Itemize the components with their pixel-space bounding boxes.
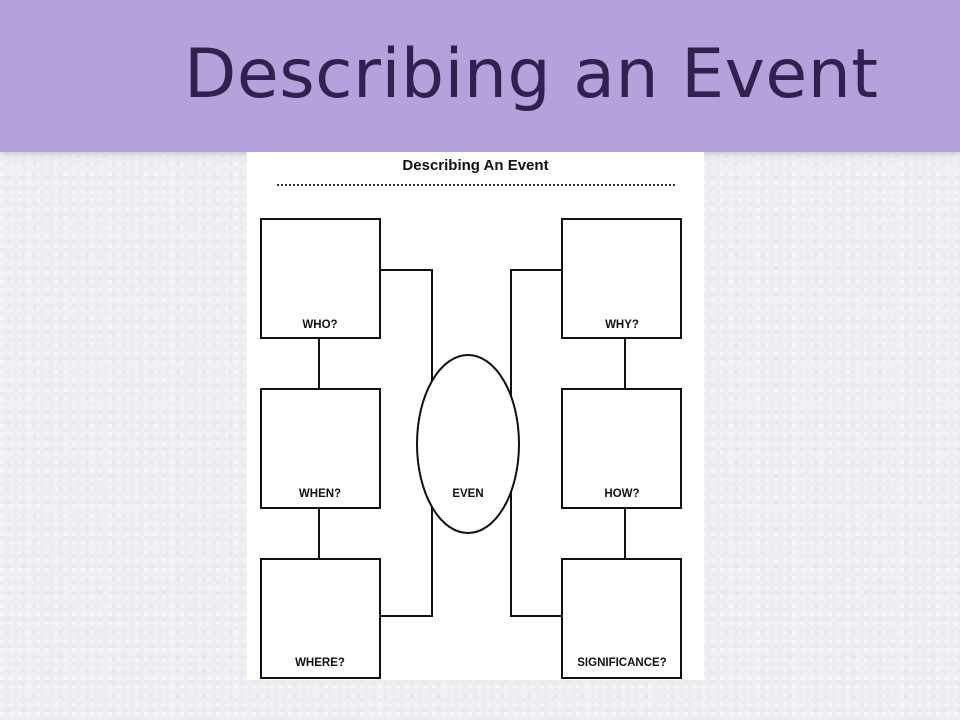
why-box: [561, 218, 682, 339]
significance-box: [561, 558, 682, 679]
when-box: [260, 388, 381, 509]
worksheet-title: Describing An Event: [402, 157, 549, 174]
title-divider: [277, 184, 675, 186]
title-banner: [0, 0, 960, 152]
event-organizer-diagram: WHO? WHEN? WHERE? WHY? HOW? SIGNIFICANCE…: [260, 218, 682, 679]
how-box: [561, 388, 682, 509]
worksheet: Describing An Event WHO? WHEN? WHE: [247, 152, 704, 680]
event-label: EVEN: [452, 488, 483, 500]
slide-title: Describing an Event: [184, 35, 879, 114]
how-label: HOW?: [604, 488, 639, 500]
event-ellipse: [416, 354, 520, 534]
where-label: WHERE?: [295, 657, 345, 669]
where-box: [260, 558, 381, 679]
significance-label: SIGNIFICANCE?: [577, 657, 666, 669]
when-label: WHEN?: [299, 488, 341, 500]
why-label: WHY?: [605, 319, 639, 331]
who-label: WHO?: [302, 319, 337, 331]
who-box: [260, 218, 381, 339]
